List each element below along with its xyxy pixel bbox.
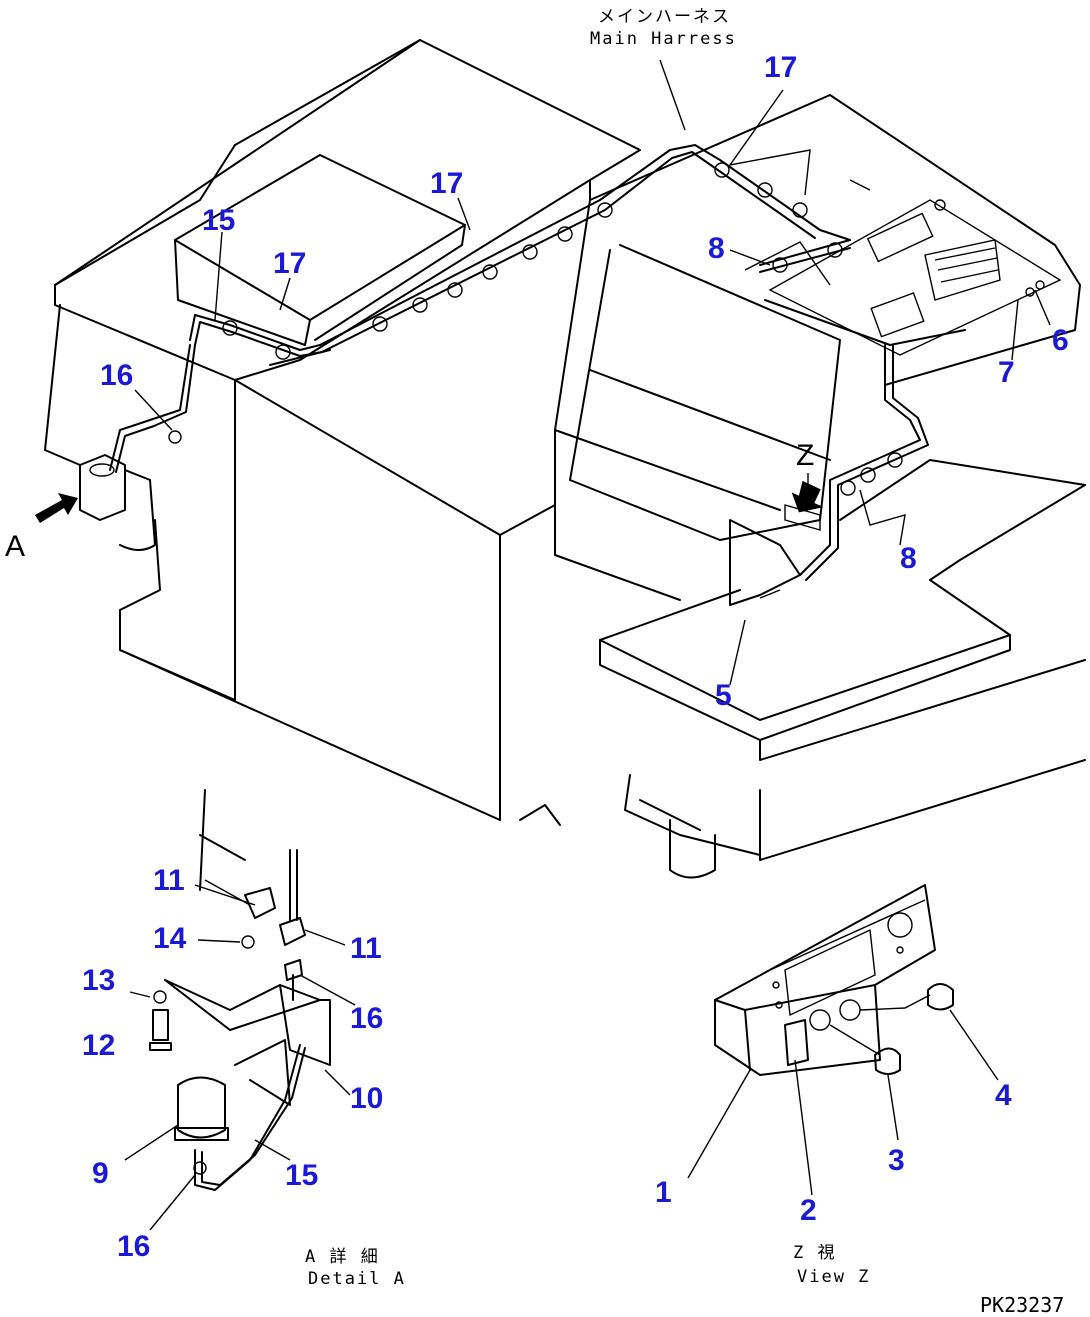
callout-16: 16 <box>350 1002 383 1035</box>
callout-16: 16 <box>117 1230 150 1263</box>
view-marker-a: A <box>5 530 25 563</box>
callout-5: 5 <box>715 679 732 712</box>
harness-caption-jp: メインハーネス <box>598 7 731 27</box>
detail-a-caption-en: Detail A <box>308 1269 406 1289</box>
callout-17: 17 <box>764 51 797 84</box>
callouts: 17 17 17 15 16 8 8 7 6 5 11 11 14 13 16 … <box>82 51 1069 1263</box>
callout-8: 8 <box>900 542 917 575</box>
machine-body <box>44 39 1086 879</box>
callout-9: 9 <box>92 1157 109 1190</box>
harness-caption-en: Main Harress <box>590 29 737 49</box>
callout-13: 13 <box>82 964 115 997</box>
callout-11: 11 <box>153 864 185 897</box>
leader-lines <box>134 59 1051 686</box>
view-z-caption-en: View Z <box>797 1267 870 1287</box>
main-harness <box>109 144 1045 606</box>
harness-clamps <box>168 162 903 496</box>
callout-17: 17 <box>273 247 306 280</box>
callout-14: 14 <box>153 922 187 955</box>
callout-6: 6 <box>1052 324 1069 357</box>
callout-4: 4 <box>995 1079 1012 1112</box>
callout-17: 17 <box>430 167 463 200</box>
view-z <box>687 884 999 1196</box>
callout-3: 3 <box>888 1144 905 1177</box>
view-marker-z: Z <box>796 439 814 472</box>
callout-2: 2 <box>800 1194 817 1227</box>
rotating-beacon <box>79 454 156 551</box>
callout-10: 10 <box>350 1082 383 1115</box>
view-z-caption-jp: Z 視 <box>793 1243 836 1263</box>
detail-a-caption-jp: A 詳 細 <box>305 1247 380 1267</box>
detail-a <box>124 789 356 1231</box>
callout-12: 12 <box>82 1029 115 1062</box>
callout-1: 1 <box>655 1176 672 1209</box>
captions: メインハーネス Main Harress A 詳 細 Detail A Z 視 … <box>5 7 1064 1317</box>
callout-8: 8 <box>708 232 725 265</box>
callout-7: 7 <box>998 356 1015 389</box>
callout-16: 16 <box>100 359 133 392</box>
drawing-number: PK23237 <box>980 1293 1064 1317</box>
roof-components <box>866 199 1045 338</box>
view-arrows <box>35 480 824 523</box>
callout-11: 11 <box>350 932 382 965</box>
callout-15: 15 <box>285 1159 318 1192</box>
callout-15: 15 <box>202 204 235 237</box>
